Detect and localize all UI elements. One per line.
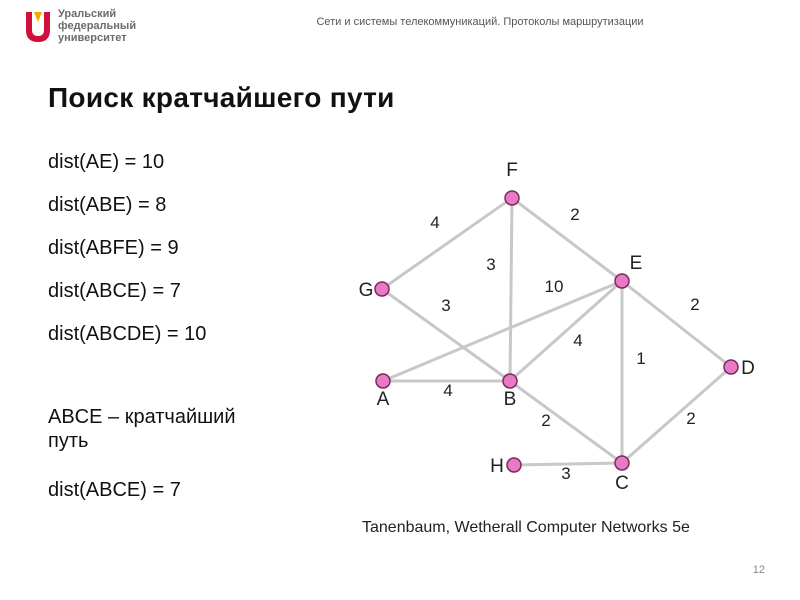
node-D [723,359,739,375]
ural-logo-icon [26,12,50,42]
logo-line-2: федеральный [58,20,137,32]
logo-line-3: университет [58,32,127,44]
node-label-C: C [615,473,629,494]
edge-weight-E-C: 1 [636,349,645,368]
node-B [502,373,518,389]
source-caption: Tanenbaum, Wetherall Computer Networks 5… [362,519,690,536]
nodes-layer [374,190,739,473]
weights-layer: 4 2 3 3 10 4 2 1 4 2 2 3 [430,205,699,483]
labels-layer: F G E A B D H C [359,160,755,494]
distance-line: dist(ABCE) = 7 [48,280,181,302]
distance-list: dist(AE) = 10 dist(ABE) = 8 dist(ABFE) =… [48,150,206,365]
distance-line: dist(ABFE) = 9 [48,237,179,259]
distance-line: dist(ABCDE) = 10 [48,323,207,345]
node-label-E: E [630,253,643,274]
edge-weight-A-E: 10 [545,277,564,296]
edge-H-C [513,461,623,467]
final-distance: dist(ABCE) = 7 [48,479,181,501]
node-H [506,457,522,473]
edge-weight-A-B: 4 [443,381,452,400]
edge-weight-G-F: 4 [430,213,439,232]
course-header: Сети и системы телекоммуникаций. Протоко… [316,16,644,28]
conclusion-line-1: ABCE – кратчайший [48,406,236,428]
university-logo: Уральский федеральный университет [22,8,182,48]
node-label-D: D [741,358,755,379]
edge-weight-F-B: 3 [486,255,495,274]
edge-F-B [508,197,514,382]
edge-weight-E-D: 2 [690,295,699,314]
edge-weight-G-B: 3 [441,296,450,315]
node-A [375,373,391,389]
node-E [614,273,630,289]
edge-E-D [621,279,732,369]
edge-D-C [621,365,732,465]
logo-line-1: Уральский [58,8,117,20]
node-label-A: A [377,389,390,410]
conclusion-line-2: путь [48,430,89,452]
node-C [614,455,630,471]
network-graph: 4 2 3 3 10 4 2 1 4 2 2 3 F G E A B D H C [359,160,755,494]
edge-B-E [509,279,623,383]
node-label-H: H [490,456,504,477]
edge-G-B [381,287,511,383]
edge-G-F [381,196,513,291]
distance-line: dist(AE) = 10 [48,151,165,173]
node-label-B: B [504,389,517,410]
node-G [374,281,390,297]
node-label-F: F [506,160,518,181]
edge-F-E [511,196,623,283]
logo-text: Уральский федеральный университет [58,8,136,44]
edge-B-C [509,379,623,465]
edge-weight-B-C: 2 [541,411,550,430]
edge-weight-D-C: 2 [686,409,695,428]
distance-line: dist(ABE) = 8 [48,194,167,216]
conclusion-text: ABCE – кратчайший путь [48,405,338,453]
edge-A-E [382,279,623,383]
node-F [504,190,520,206]
edge-weight-H-C: 3 [561,464,570,483]
slide-title: Поиск кратчайшего пути [48,82,395,113]
edge-weight-F-E: 2 [570,205,579,224]
edge-weight-B-E: 4 [573,331,582,350]
edges-layer [381,196,732,467]
page-number: 12 [752,564,765,576]
node-label-G: G [359,280,374,301]
